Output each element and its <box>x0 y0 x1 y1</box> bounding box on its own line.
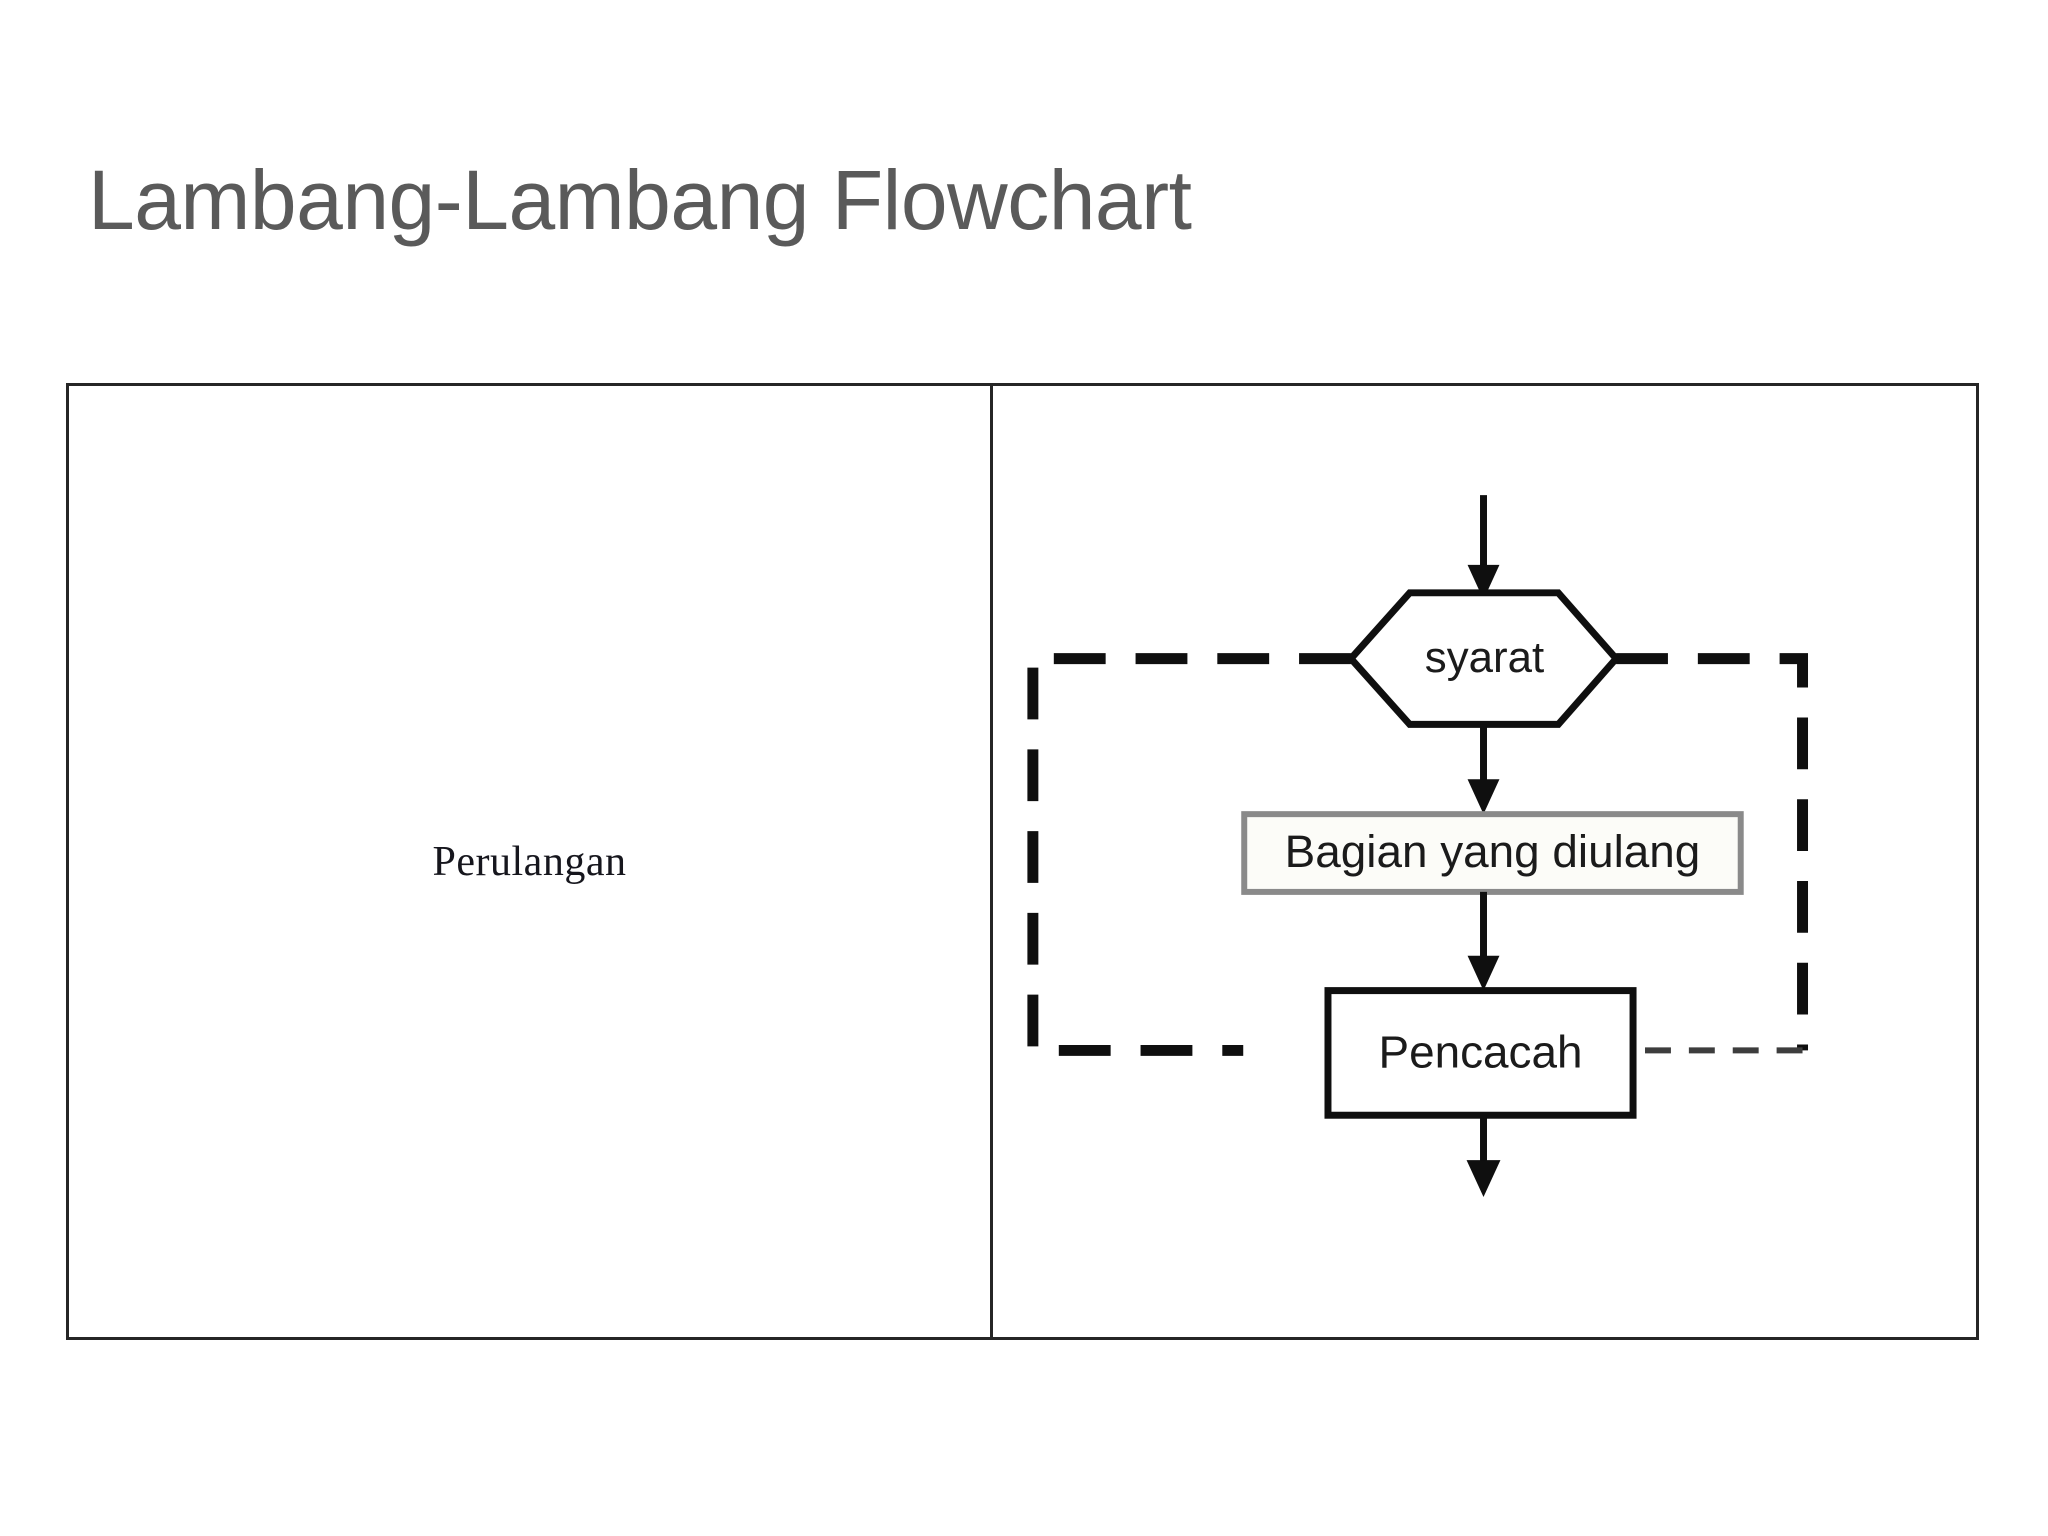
exit-arrowhead-icon <box>1466 1160 1501 1197</box>
table-cell-symbol-diagram: syarat Bagian yang diulang Pencacah <box>993 386 1976 1337</box>
table-cell-symbol-name: Perulangan <box>69 386 993 1337</box>
process-box-label: Bagian yang diulang <box>1285 825 1701 877</box>
process-to-counter-arrowhead-icon <box>1467 955 1500 991</box>
page-title: Lambang-Lambang Flowchart <box>88 153 1192 247</box>
counter-box-pencacah <box>1324 987 1637 1119</box>
process-box-bagian-yang-diulang <box>1241 811 1744 895</box>
loop-edge-left-dashed <box>1027 653 1351 1056</box>
syarat-to-process-arrowhead-icon <box>1467 779 1500 815</box>
loop-edge-right-dashed-upper <box>1616 653 1809 1051</box>
symbol-table: Perulangan syarat Bagian yang diulang <box>66 383 1979 1340</box>
symbol-name-label: Perulangan <box>432 838 627 885</box>
counter-box-label: Pencacah <box>1379 1026 1583 1078</box>
decision-hexagon-label: syarat <box>1425 633 1544 682</box>
decision-hexagon-syarat <box>1346 589 1621 728</box>
entry-arrowhead-icon <box>1467 564 1500 600</box>
loop-flowchart-diagram: syarat Bagian yang diulang Pencacah <box>1027 495 1809 1197</box>
